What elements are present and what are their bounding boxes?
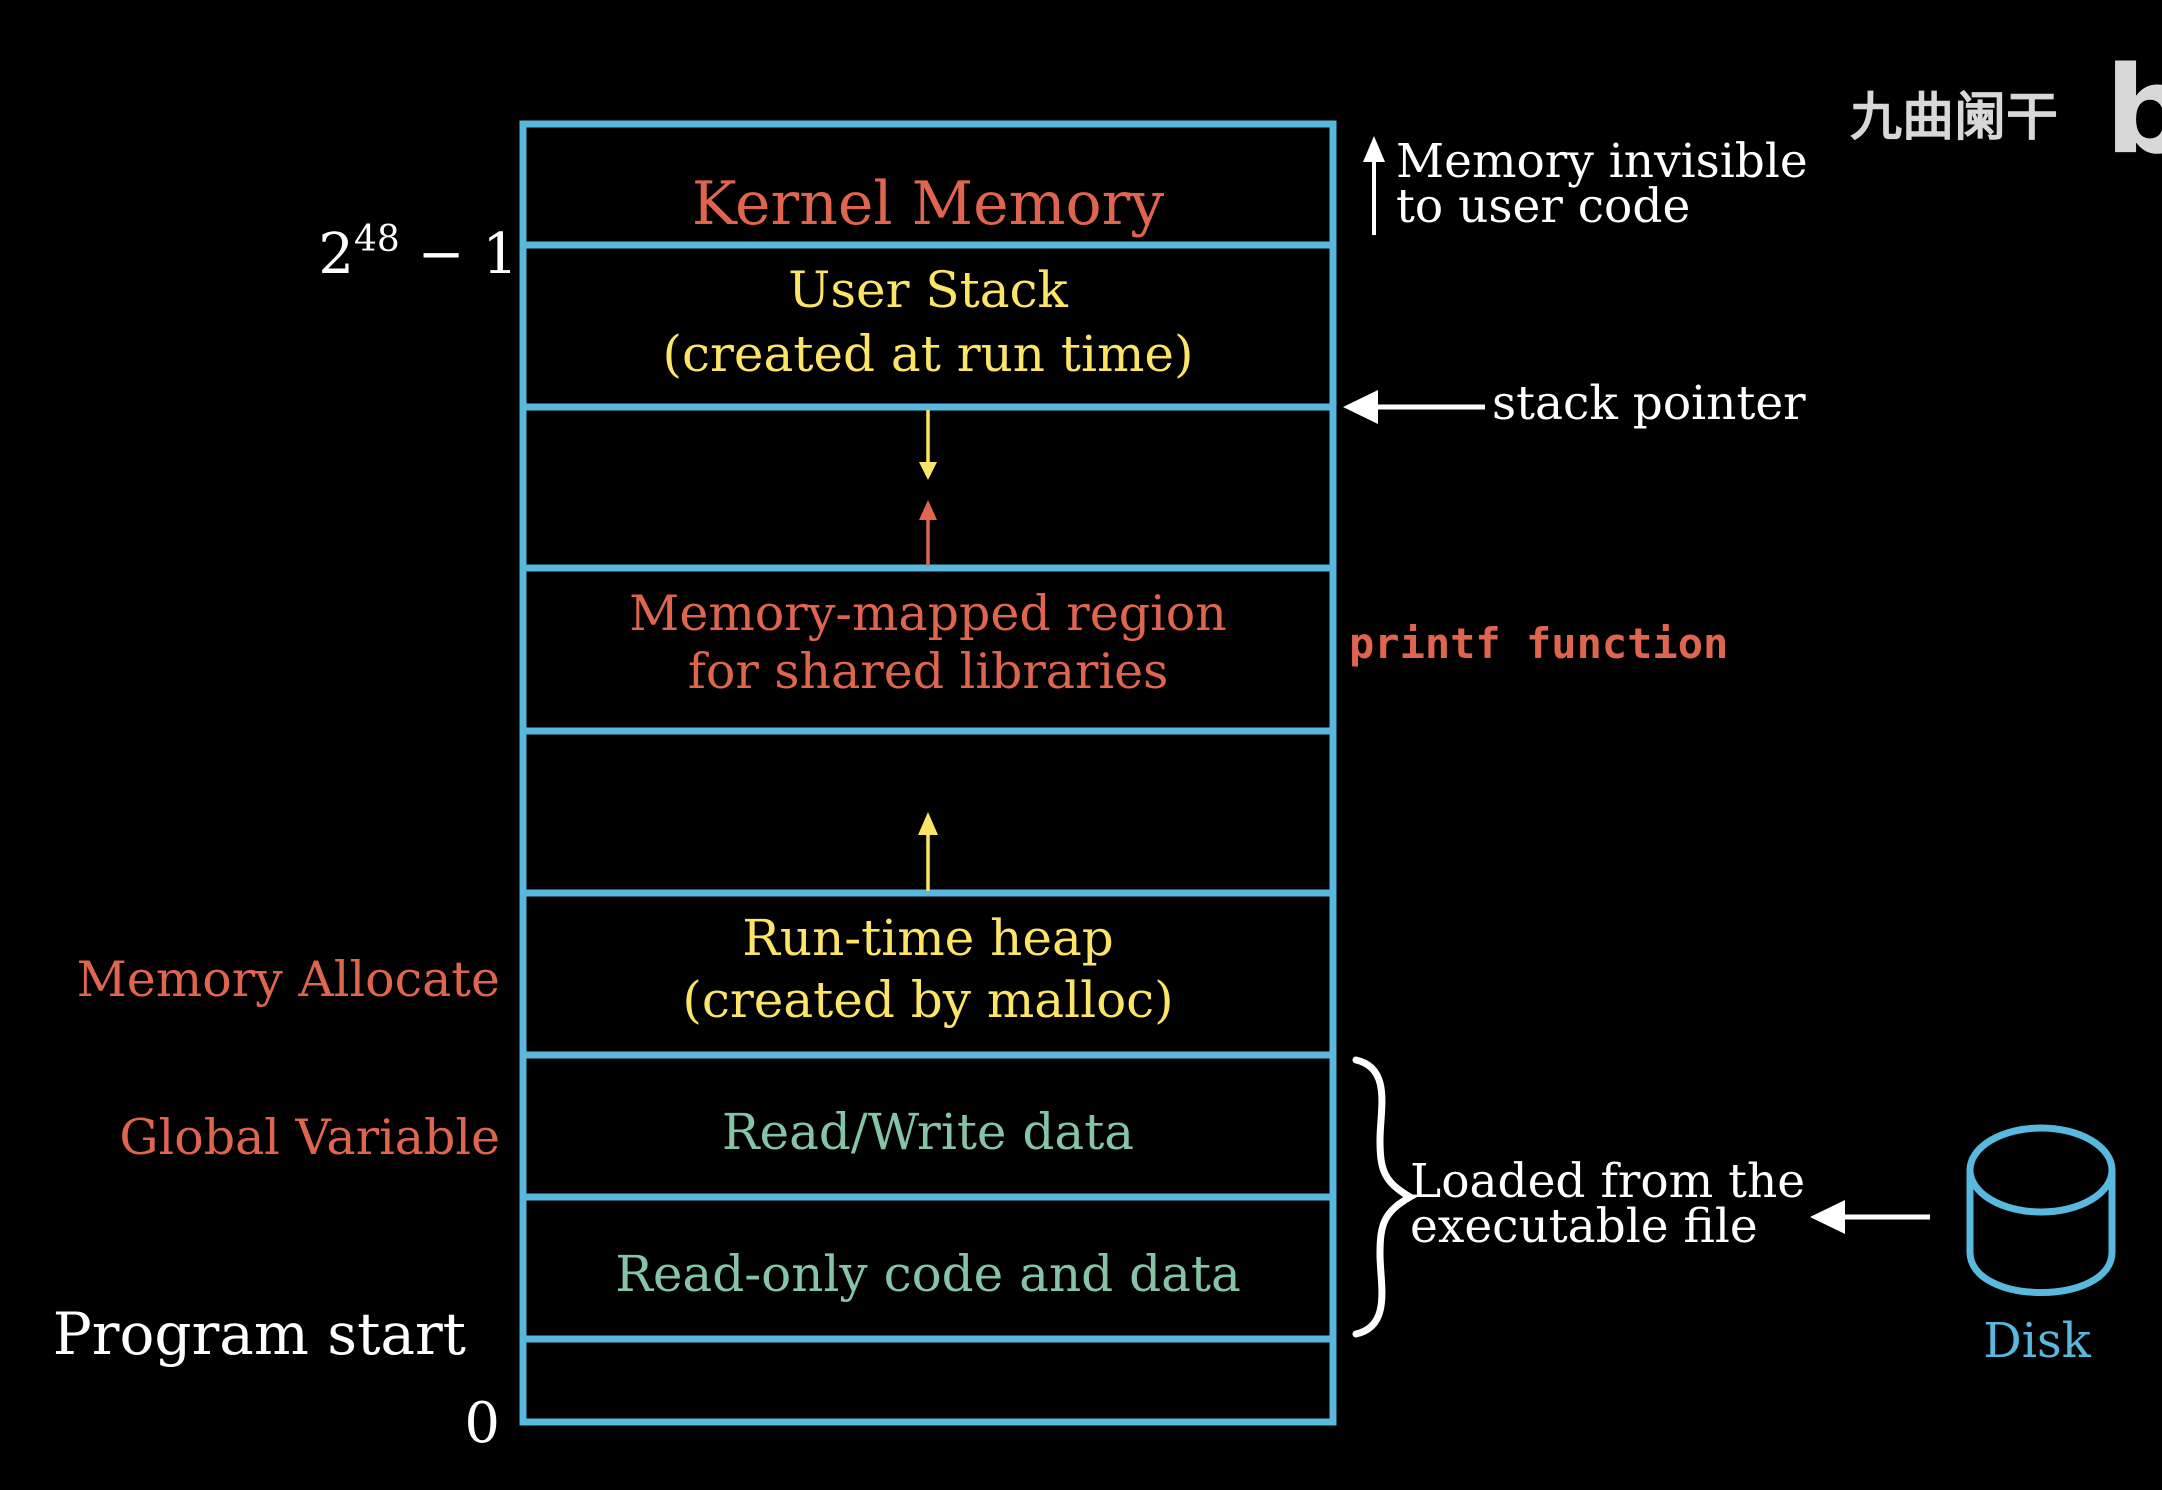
disk-arrow-icon bbox=[1810, 1200, 1930, 1234]
mmap-line1: Memory-mapped region bbox=[629, 585, 1227, 642]
disk-icon bbox=[1966, 1124, 2116, 1296]
watermark-logo: b bbox=[2105, 42, 2162, 181]
kernel-note-line1: Memory invisible bbox=[1396, 134, 1808, 189]
heap-line2: (created by malloc) bbox=[682, 970, 1174, 1029]
heap-up-arrow-icon bbox=[918, 812, 938, 891]
ro-code-label: Read-only code and data bbox=[615, 1245, 1241, 1303]
loaded-line2: executable file bbox=[1410, 1199, 1758, 1254]
kernel-memory-label: Kernel Memory bbox=[691, 169, 1165, 239]
loaded-line1: Loaded from the bbox=[1410, 1154, 1806, 1209]
mmap-line2: for shared libraries bbox=[687, 643, 1169, 701]
stack-down-arrow-icon bbox=[919, 410, 937, 480]
memory-frame bbox=[519, 120, 1337, 1426]
heap-label: Run-time heap (created by malloc) bbox=[682, 909, 1174, 1029]
stack-pointer-arrow-icon bbox=[1343, 390, 1485, 424]
user-stack-line1: User Stack bbox=[788, 261, 1068, 319]
top-address-suffix: − 1 bbox=[399, 222, 518, 287]
top-address-label: 248 − 1 bbox=[318, 222, 518, 283]
disk-label: Disk bbox=[1983, 1313, 2091, 1369]
kernel-note-line2: to user code bbox=[1396, 179, 1691, 234]
top-address-base: 2 bbox=[318, 222, 355, 287]
global-variable-label: Global Variable bbox=[119, 1109, 500, 1166]
user-stack-line2: (created at run time) bbox=[662, 324, 1194, 383]
mmap-up-arrow-icon bbox=[919, 500, 937, 566]
printf-function-label: printf function bbox=[1349, 619, 1729, 668]
stack-pointer-label: stack pointer bbox=[1492, 376, 1806, 431]
user-stack-label: User Stack (created at run time) bbox=[662, 261, 1194, 383]
brace-icon bbox=[1352, 1056, 1418, 1338]
top-address-exp: 48 bbox=[354, 219, 400, 260]
memory-allocate-label: Memory Allocate bbox=[76, 951, 500, 1008]
kernel-up-arrow-icon bbox=[1363, 136, 1385, 235]
kernel-note: Memory invisible to user code bbox=[1396, 138, 1808, 230]
rw-data-label: Read/Write data bbox=[721, 1103, 1135, 1161]
mmap-label: Memory-mapped region for shared librarie… bbox=[629, 585, 1227, 701]
heap-line1: Run-time heap bbox=[742, 909, 1114, 967]
loaded-from-label: Loaded from the executable file bbox=[1410, 1158, 1805, 1250]
program-start-label: Program start bbox=[52, 1300, 466, 1368]
bottom-address-label: 0 bbox=[464, 1391, 500, 1456]
watermark-text: 九曲阑干 bbox=[1850, 88, 2059, 148]
